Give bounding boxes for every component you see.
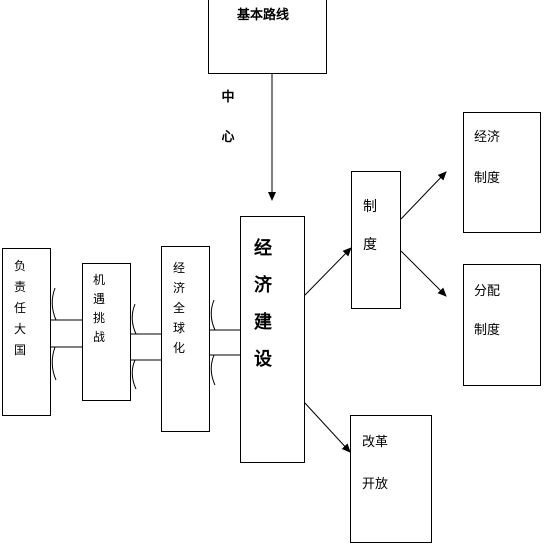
reform-opening-line2: 开放 — [362, 477, 389, 492]
economic-construction-box — [240, 216, 305, 463]
connector-responsibility-to-opportunity — [50, 287, 83, 381]
opportunity-challenge-box — [82, 263, 131, 401]
basic-line-label: 基本路线 — [237, 8, 290, 23]
system-label: 制度 — [363, 199, 377, 253]
distribution-system-line2: 制度 — [474, 323, 501, 338]
arrow-economy-to-system — [303, 247, 352, 297]
arrow-system-to-econ-system — [400, 171, 447, 220]
globalization-label: 经济全球化 — [172, 261, 185, 355]
connector-globalization-to-economy — [209, 299, 240, 386]
distribution-system-line1: 分配 — [474, 284, 501, 299]
distribution-system-box — [463, 264, 541, 386]
center-label: 中心 — [221, 90, 235, 145]
opportunity-challenge-label: 机遇挑战 — [92, 273, 105, 344]
reform-opening-box — [350, 415, 432, 543]
connector-opportunity-to-globalization — [130, 303, 161, 390]
reform-opening-line1: 改革 — [362, 435, 389, 450]
arrow-system-to-distribution — [400, 250, 447, 297]
economic-construction-label: 经济建设 — [254, 238, 272, 370]
system-box — [351, 171, 401, 309]
arrow-economy-to-reform — [303, 401, 351, 453]
economic-system-line1: 经济 — [474, 130, 501, 145]
economic-system-line2: 制度 — [474, 171, 501, 186]
responsible-power-label: 负责任大国 — [13, 259, 26, 357]
economic-system-box — [463, 112, 541, 233]
responsible-power-box — [2, 248, 51, 416]
basic-line-box — [208, 0, 327, 74]
globalization-box — [161, 246, 210, 432]
